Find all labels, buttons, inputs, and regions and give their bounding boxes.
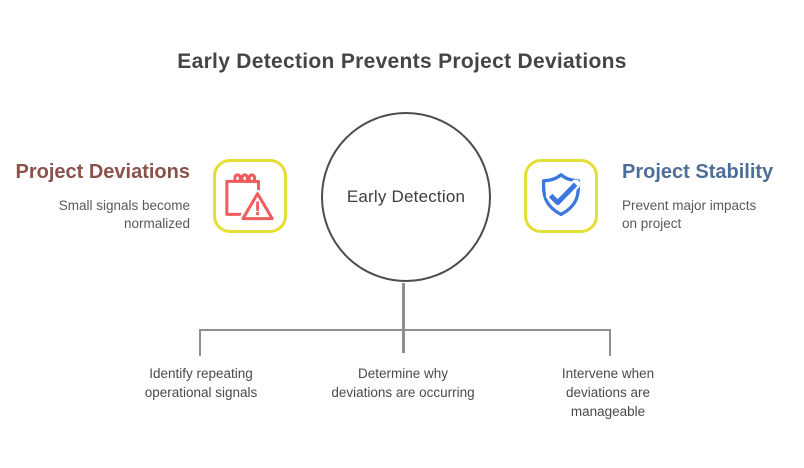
branch-label-determine: Determine why deviations are occurring	[313, 364, 493, 402]
left-heading: Project Deviations	[15, 161, 190, 183]
early-detection-node: Early Detection	[321, 112, 491, 282]
right-group-text: Project Stability Prevent major impacts …	[622, 161, 802, 232]
right-subtitle: Prevent major impacts on project	[622, 197, 802, 232]
branch-1-line-2: operational signals	[144, 385, 258, 400]
left-subtitle-line-2: normalized	[123, 215, 190, 231]
diagram-title: Early Detection Prevents Project Deviati…	[177, 50, 627, 73]
branch-label-identify: Identify repeating operational signals	[111, 364, 291, 402]
right-heading: Project Stability	[622, 161, 774, 183]
branch-label-intervene: Intervene when deviations are manageable	[518, 364, 698, 421]
shield-check-icon	[527, 162, 595, 230]
left-group-text: Project Deviations Small signals become …	[10, 161, 190, 232]
right-subtitle-line-2: on project	[622, 215, 682, 231]
branch-3-line-2: deviations are	[565, 385, 651, 400]
connector-horizontal	[199, 329, 611, 331]
branch-2-line-2: deviations are occurring	[331, 385, 475, 400]
connector-drop-left	[199, 331, 201, 356]
branch-3-line-3: manageable	[570, 404, 646, 419]
left-subtitle: Small signals become normalized	[10, 197, 190, 232]
right-subtitle-line-1: Prevent major impacts	[622, 198, 757, 213]
left-icon-frame	[213, 159, 287, 233]
branch-2-line-1: Determine why	[357, 366, 449, 381]
connector-stem	[402, 283, 405, 353]
branch-1-line-1: Identify repeating	[149, 366, 253, 381]
left-subtitle-line-1: Small signals become	[58, 198, 190, 213]
early-detection-label: Early Detection	[346, 187, 466, 206]
branch-3-line-1: Intervene when	[561, 366, 655, 381]
right-icon-frame	[524, 159, 598, 233]
connector-drop-right	[609, 331, 611, 356]
calendar-warning-icon	[216, 162, 284, 230]
